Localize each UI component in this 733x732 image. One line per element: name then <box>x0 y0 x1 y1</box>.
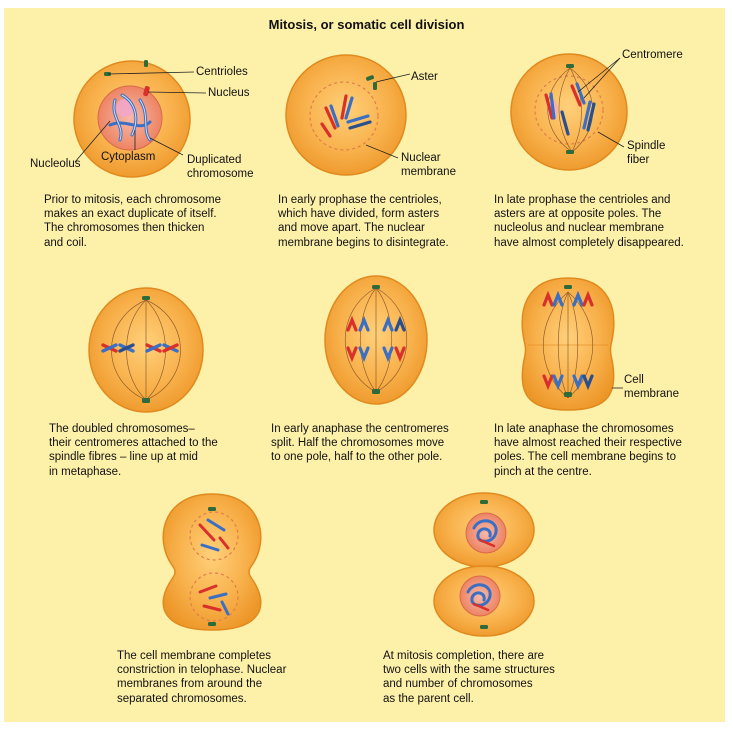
duplicated-chromosome <box>143 86 150 97</box>
nucleus <box>465 512 507 554</box>
nucleus <box>97 85 163 151</box>
cell-late-prophase <box>510 53 628 171</box>
label-nucleus: Nucleus <box>208 87 250 99</box>
separating-chromosomes <box>346 315 406 363</box>
centriole <box>566 64 574 68</box>
centriole <box>104 72 111 76</box>
cell-telophase <box>162 493 262 631</box>
spindle-fibers <box>345 287 407 393</box>
cell-late-anaphase <box>521 277 623 411</box>
telophase-chromosomes <box>198 518 230 616</box>
nuclear-membrane-remnant <box>534 75 604 145</box>
centriole <box>564 285 572 289</box>
aligned-chromosomes <box>101 343 179 353</box>
caption-late-anaphase: In late anaphase the chromosomes have al… <box>494 423 682 478</box>
centriole <box>208 507 216 511</box>
centriole <box>144 60 148 67</box>
cells-completion <box>433 492 535 637</box>
label-aster: Aster <box>411 71 438 83</box>
centriole <box>480 625 488 629</box>
centriole <box>480 500 488 504</box>
cell-early-anaphase <box>324 275 428 405</box>
caption-early-anaphase: In early anaphase the centromeres split.… <box>271 423 449 464</box>
cell-early-prophase <box>285 54 411 176</box>
caption-completion: At mitosis completion, there are two cel… <box>383 650 555 705</box>
centriole <box>142 296 150 300</box>
cell-metaphase <box>88 287 204 413</box>
label-cytoplasm: Cytoplasm <box>101 151 156 163</box>
caption-metaphase: The doubled chromosomes– their centromer… <box>49 423 218 478</box>
label-spindle-fiber: Spindle fiber <box>627 140 666 166</box>
cell-body <box>162 493 262 631</box>
centriole <box>564 392 572 397</box>
diagram-title: Mitosis, or somatic cell division <box>268 17 465 32</box>
caption-interphase: Prior to mitosis, each chromosome makes … <box>44 194 222 249</box>
label-cell-membrane: Cell membrane <box>624 374 679 400</box>
centriole <box>372 389 380 394</box>
centriole <box>373 82 377 90</box>
nuclear-membrane <box>309 81 379 151</box>
nucleolus <box>116 99 134 117</box>
label-nuclear-membrane: Nuclear membrane <box>401 152 456 178</box>
centriole <box>142 398 150 403</box>
caption-late-prophase: In late prophase the centrioles and aste… <box>494 194 684 249</box>
label-duplicated-chromosome: Duplicated chromosome <box>187 154 254 180</box>
nucleus <box>459 575 501 617</box>
label-nucleolus: Nucleolus <box>30 158 81 170</box>
centriole <box>365 75 375 81</box>
centriole <box>566 150 574 154</box>
centriole <box>208 622 216 626</box>
cell-interphase <box>73 60 207 178</box>
label-centrioles: Centrioles <box>196 66 248 78</box>
nuclear-membrane <box>189 572 239 622</box>
caption-telophase: The cell membrane completes constriction… <box>117 650 287 705</box>
label-centromere: Centromere <box>622 49 683 61</box>
centriole <box>372 285 380 289</box>
polar-chromosomes <box>542 290 594 391</box>
caption-early-prophase: In early prophase the centrioles, which … <box>278 194 449 249</box>
nuclear-membrane <box>189 511 239 561</box>
